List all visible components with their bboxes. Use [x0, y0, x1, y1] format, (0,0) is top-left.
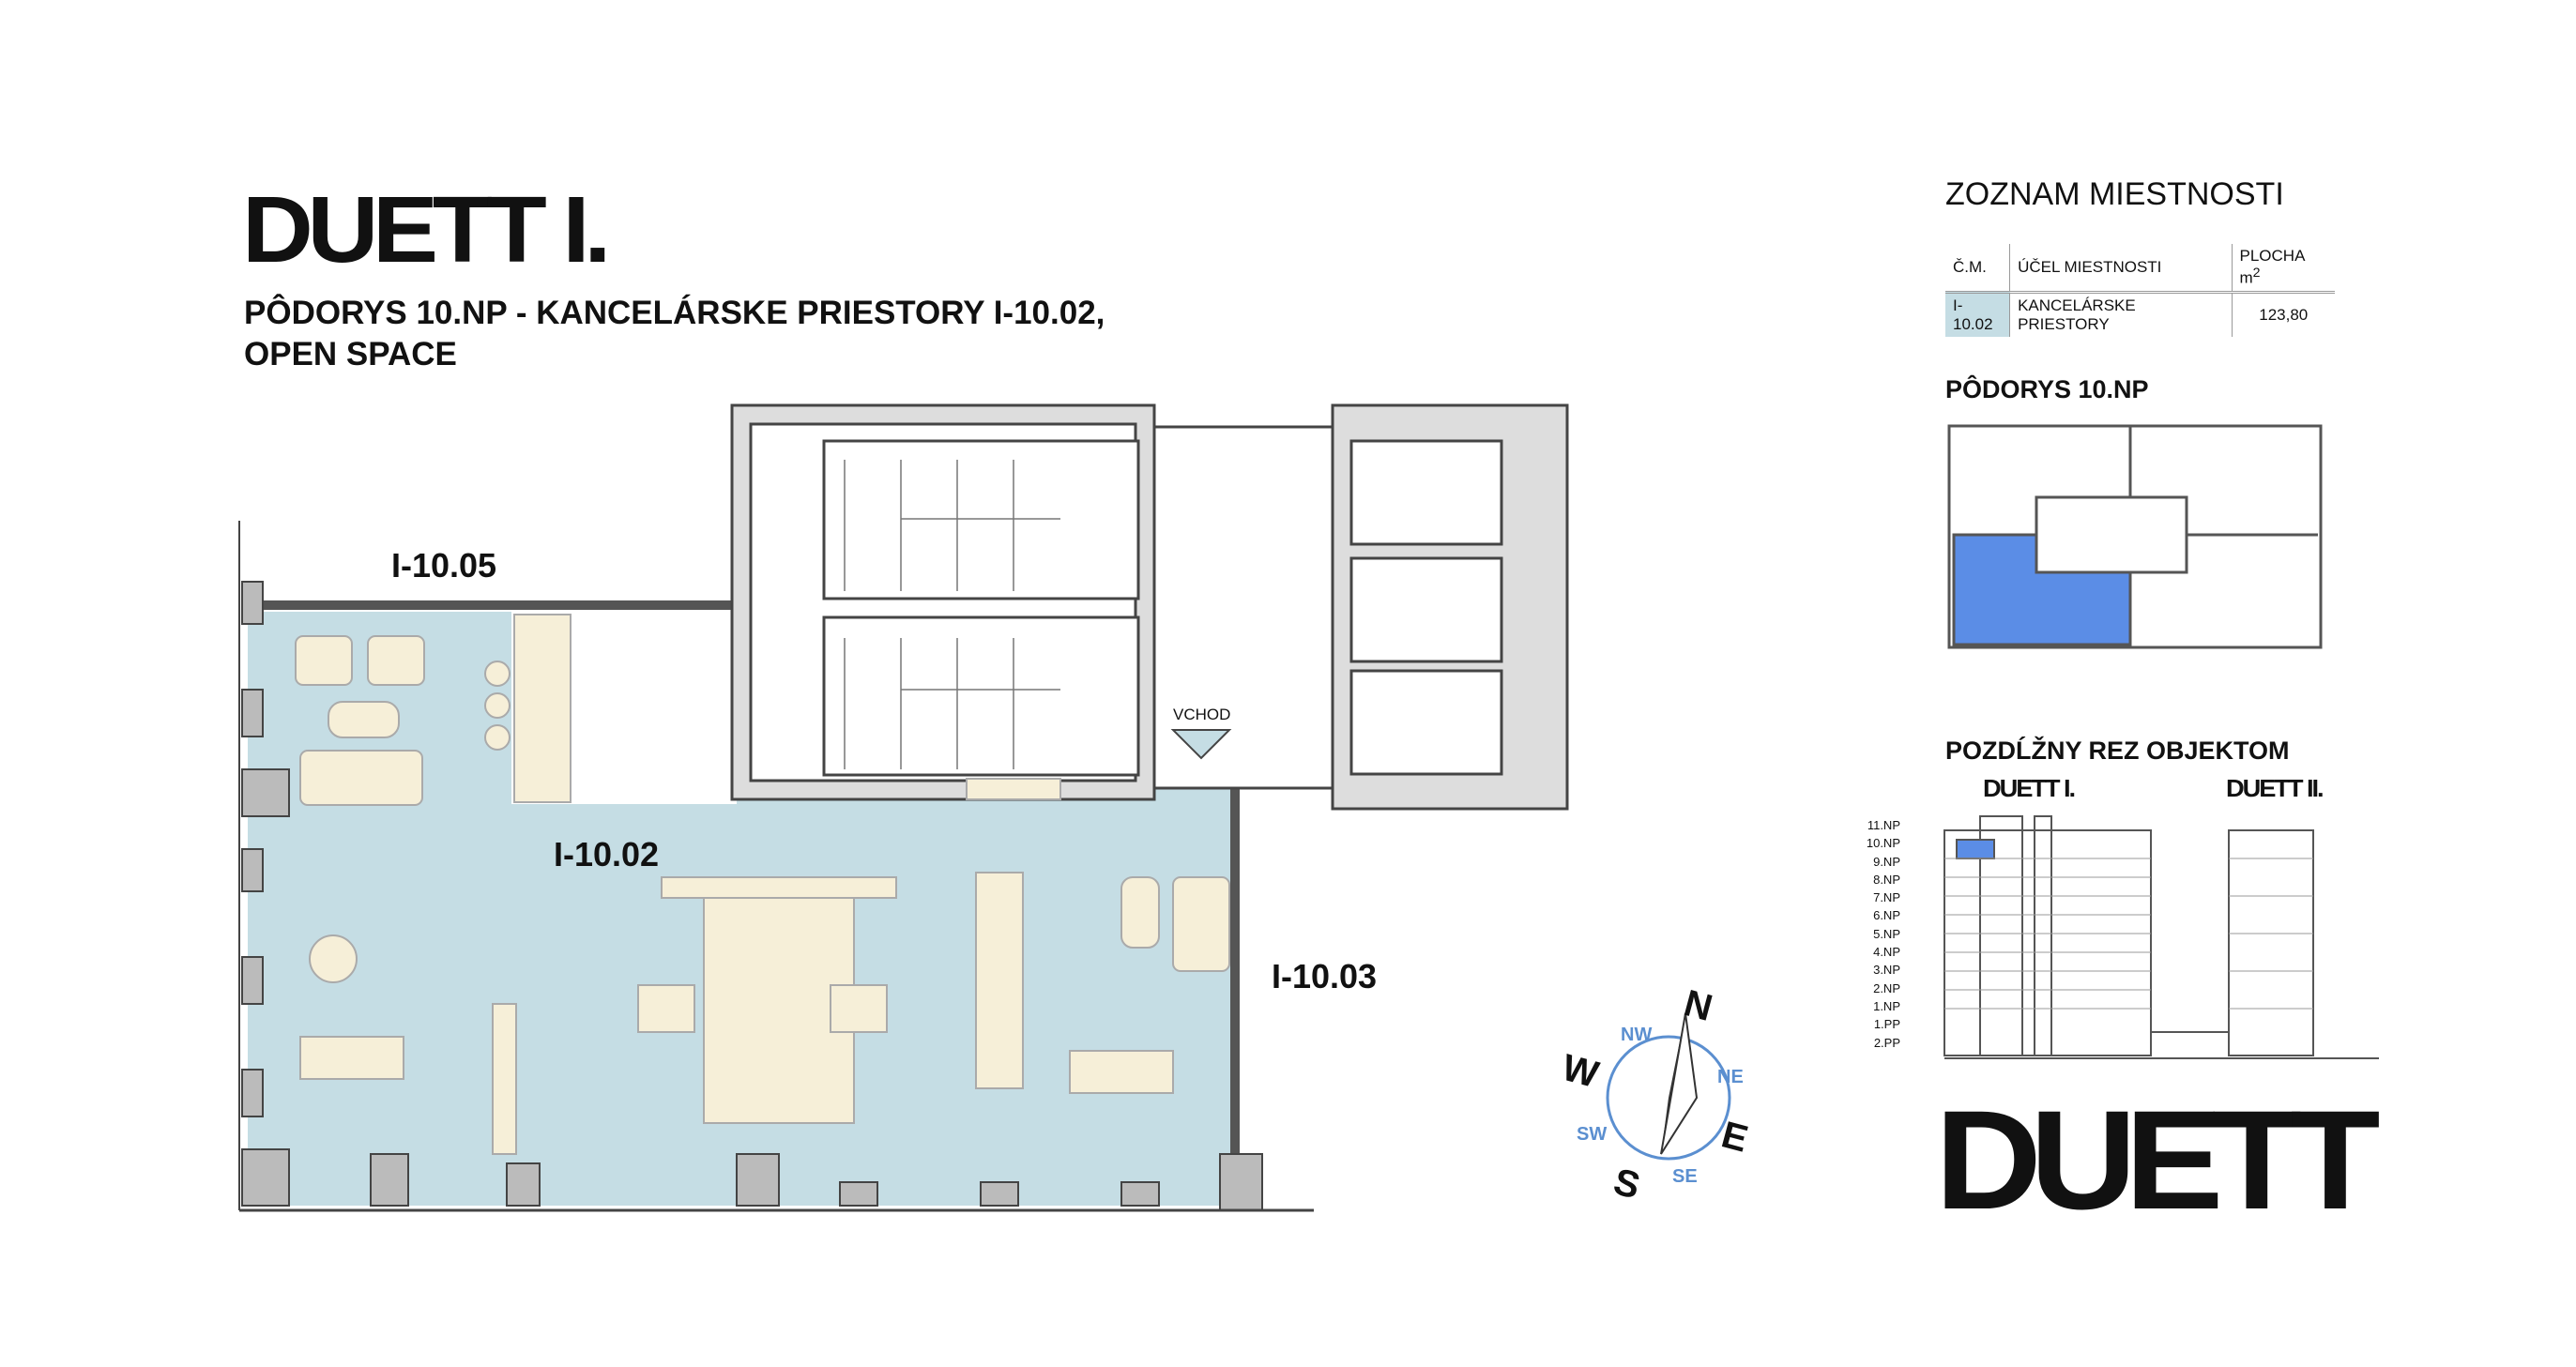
duett-footer-logo: DUETT	[1935, 1081, 2381, 1238]
floor-label: 7.NP	[1873, 890, 1900, 905]
room-label-i-10-03: I-10.03	[1272, 957, 1378, 995]
table-row: I-10.02 KANCELÁRSKE PRIESTORY 123,80	[1945, 292, 2335, 337]
col-purpose: ÚČEL MIESTNOSTI	[2009, 244, 2232, 294]
cell-id: I-10.02	[1945, 292, 2010, 337]
floor-label: 1.NP	[1873, 998, 1900, 1013]
mini-plan-title: PÔDORYS 10.NP	[1945, 375, 2149, 403]
plan-subtitle: PÔDORYS 10.NP - KANCELÁRSKE PRIESTORY I-…	[244, 293, 1105, 375]
section-duett-i-label: DUETT I.	[1983, 774, 2076, 802]
room-label-i-10-02: I-10.02	[554, 835, 660, 873]
compass-se: SE	[1672, 1166, 1698, 1187]
floor-label: 2.PP	[1873, 1035, 1900, 1050]
compass-ne: NE	[1717, 1067, 1744, 1087]
cell-area: 123,80	[2231, 292, 2335, 337]
table-header-row: Č.M. ÚČEL MIESTNOSTI PLOCHA m2	[1945, 244, 2335, 294]
subtitle-line-2: OPEN SPACE	[244, 336, 457, 372]
room-list-title: ZOZNAM MIESTNOSTI	[1945, 176, 2284, 212]
entrance-label: VCHOD	[1173, 706, 1231, 723]
duett-i-logo: DUETT I.	[242, 177, 611, 282]
cell-purpose: KANCELÁRSKE PRIESTORY	[2009, 292, 2232, 337]
floor-label: 4.NP	[1873, 945, 1900, 960]
floor-label: 3.NP	[1873, 963, 1900, 978]
floor-labels: 11.NP 10.NP 9.NP 8.NP 7.NP 6.NP 5.NP 4.NP 3.NP 2.…	[1853, 816, 1900, 1052]
floor-label: 8.NP	[1873, 872, 1900, 887]
compass-sw: SW	[1577, 1124, 1608, 1145]
section-title: POZDĹŽNY REZ OBJEKTOM	[1945, 737, 2290, 765]
col-id: Č.M.	[1945, 244, 2010, 294]
floor-label: 2.NP	[1873, 980, 1900, 995]
floor-label: 9.NP	[1873, 854, 1900, 869]
mini-floor-plan	[1947, 424, 2323, 649]
section-drawing	[1943, 815, 2379, 1059]
floor-label: 10.NP	[1866, 836, 1900, 851]
floor-label: 6.NP	[1873, 908, 1900, 923]
entrance-triangle	[1170, 729, 1232, 760]
room-label-i-10-05: I-10.05	[391, 546, 497, 585]
section-duett-ii-label: DUETT II.	[2226, 774, 2324, 802]
compass-rose	[1606, 1012, 1731, 1161]
room-list-table: Č.M. ÚČEL MIESTNOSTI PLOCHA m2 I-10.02 K…	[1945, 244, 2335, 337]
compass-nw: NW	[1621, 1025, 1653, 1045]
subtitle-line-1: PÔDORYS 10.NP - KANCELÁRSKE PRIESTORY I-…	[244, 295, 1105, 331]
floor-label: 5.NP	[1873, 926, 1900, 941]
floor-label: 11.NP	[1867, 818, 1900, 832]
col-area: PLOCHA m2	[2231, 244, 2335, 294]
floor-label: 1.PP	[1873, 1017, 1900, 1032]
